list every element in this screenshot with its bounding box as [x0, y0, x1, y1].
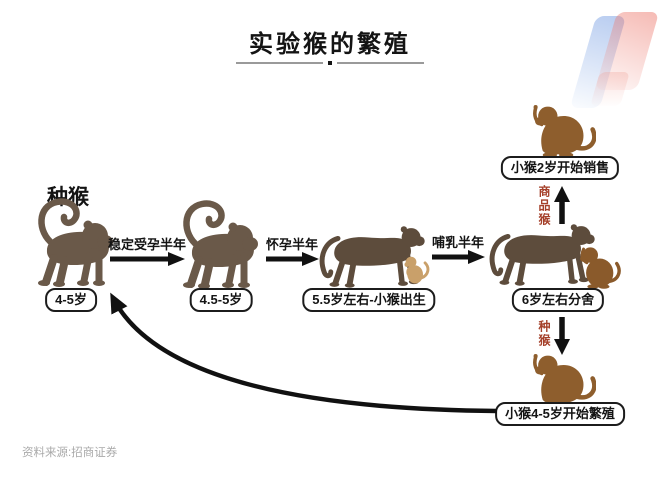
sale-branch-label: 商品猴: [537, 185, 551, 227]
breeder-monkey-icon: [38, 198, 113, 287]
right-arrow-icon: [266, 252, 319, 266]
stage-age-badge: 6岁左右分舍: [511, 288, 605, 313]
pregnant-monkey-icon: [183, 200, 258, 289]
title-divider: [236, 61, 424, 65]
stage-age-badge: 4.5-5岁: [189, 288, 253, 313]
right-arrow-icon: [110, 252, 185, 266]
divider-line: [337, 62, 424, 64]
right-arrow-icon: [432, 250, 485, 264]
down-arrow-icon: [554, 317, 570, 355]
transition-label: 怀孕半年: [265, 237, 319, 252]
divider-dot-icon: [328, 61, 332, 65]
sale-result-badge: 小猴2岁开始销售: [500, 156, 620, 181]
up-arrow-icon: [554, 186, 570, 224]
future-breeder-monkey-icon: [533, 354, 596, 407]
source-note: 资料来源:招商证券: [22, 447, 118, 459]
breeding-result-badge: 小猴4-5岁开始繁殖: [495, 402, 625, 427]
brand-logo-icon: [569, 10, 660, 110]
newborn-monkey-icon: [404, 256, 430, 284]
page-title: 实验猴的繁殖: [249, 31, 411, 58]
stage-age-badge: 5.5岁左右-小猴出生: [302, 288, 436, 313]
juvenile-monkey-icon: [580, 247, 621, 289]
transition-label: 哺乳半年: [431, 235, 485, 250]
divider-line: [236, 62, 323, 64]
transition-label: 稳定受孕半年: [107, 237, 187, 252]
mother-monkey-icon: [489, 224, 595, 286]
commodity-monkey-icon: [533, 105, 596, 158]
stage-age-badge: 4-5岁: [45, 288, 97, 313]
breeding-branch-label: 种猴: [537, 320, 551, 348]
